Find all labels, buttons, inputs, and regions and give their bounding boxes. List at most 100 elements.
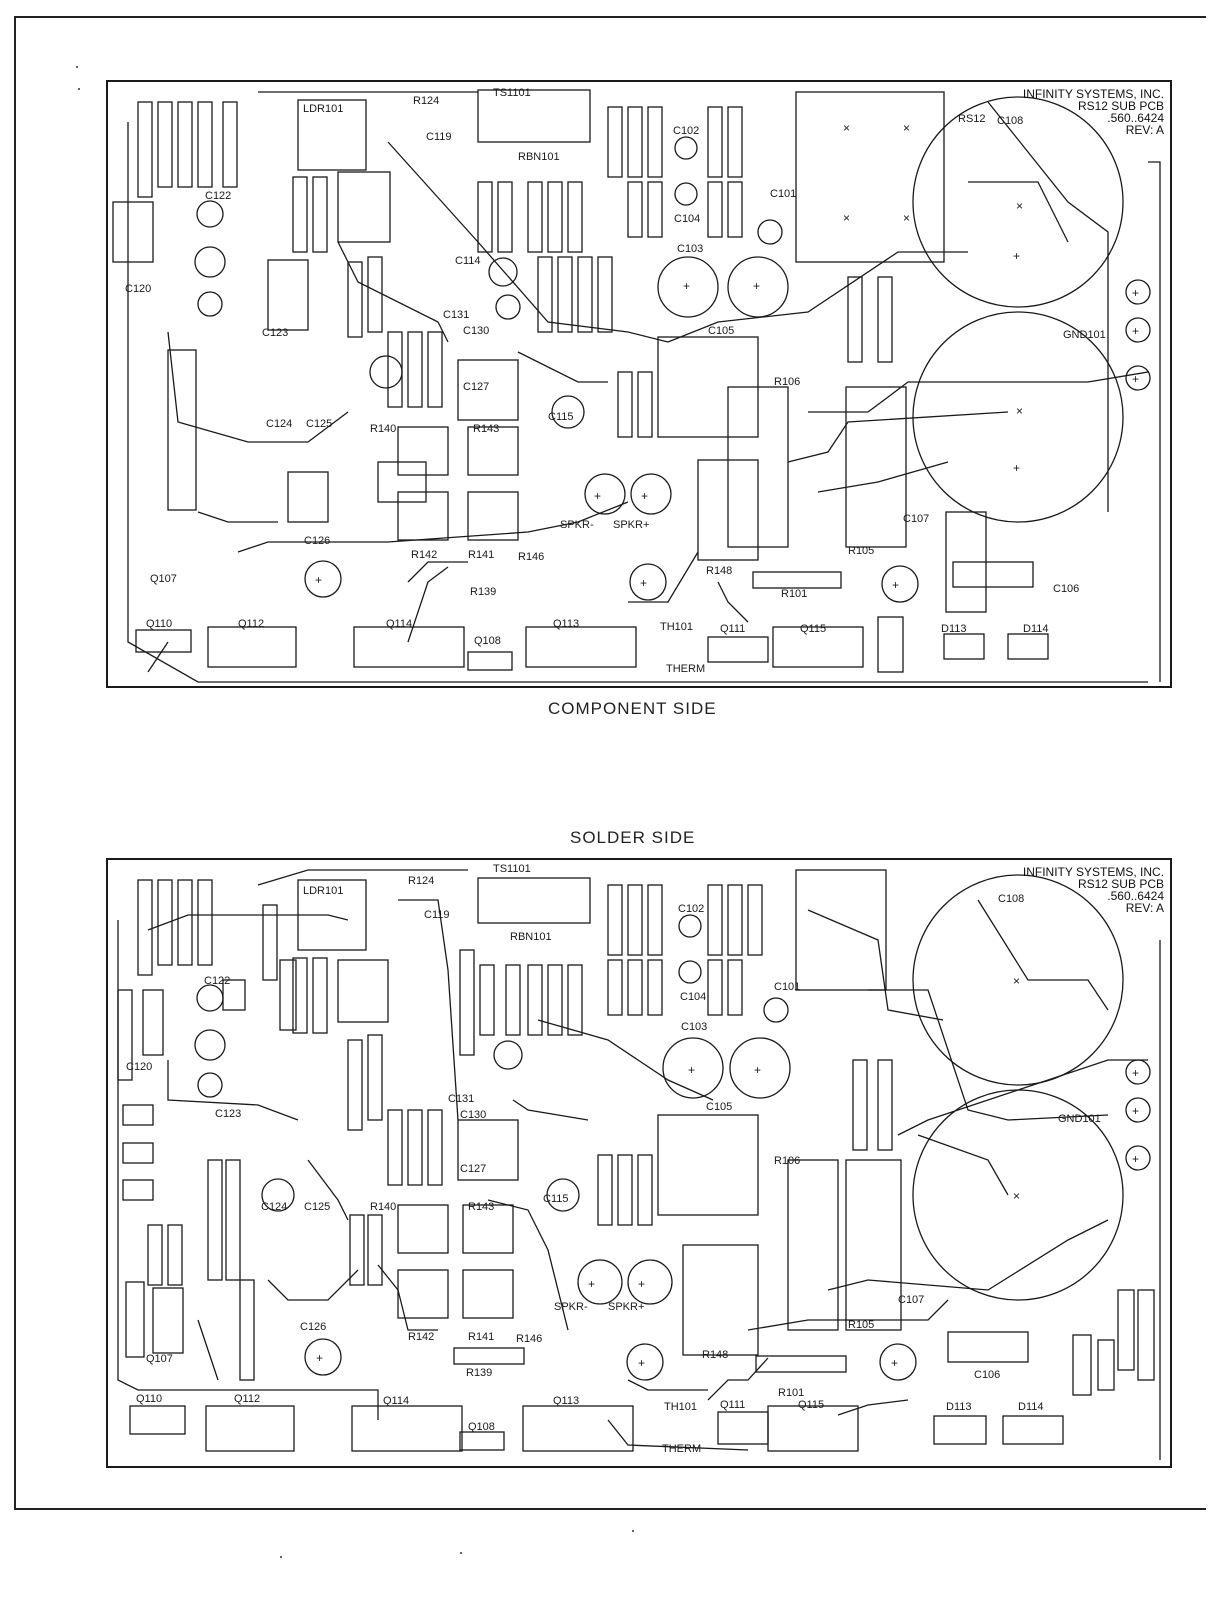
svg-text:×: × [1013,974,1020,988]
svg-text:Q115: Q115 [798,1399,824,1411]
svg-text:C114: C114 [455,255,480,267]
svg-text:+: + [641,489,648,503]
svg-text:SPKR-: SPKR- [554,1301,588,1313]
svg-text:THERM: THERM [666,663,705,675]
svg-text:Q108: Q108 [474,635,501,647]
svg-text:+: + [1132,372,1139,386]
svg-text:C103: C103 [681,1021,707,1033]
svg-text:R101: R101 [778,1387,804,1399]
svg-text:C124: C124 [266,418,292,430]
svg-text:Q110: Q110 [146,618,172,630]
company-name: INFINITY SYSTEMS, INC. [1022,865,1164,879]
svg-text:RBN101: RBN101 [510,931,552,943]
svg-text:+: + [638,1277,645,1291]
svg-text:LDR101: LDR101 [303,885,343,897]
svg-text:C131: C131 [448,1093,474,1105]
svg-text:RBN101: RBN101 [518,151,560,163]
component-side-label: COMPONENT SIDE [548,699,717,718]
capacitor-c107 [912,311,1124,523]
pcb-component-side-drawing: + + + + + + + + + + + + × × × × × × LDR1… [112,87,1161,683]
svg-text:Q108: Q108 [468,1421,495,1433]
svg-text:+: + [892,578,899,592]
svg-text:+: + [753,279,760,293]
svg-text:TH101: TH101 [664,1401,697,1413]
svg-text:C122: C122 [205,190,231,202]
capacitor-c108 [912,96,1124,308]
svg-text:C119: C119 [424,909,449,921]
svg-text:R124: R124 [408,875,434,887]
svg-text:D113: D113 [941,623,966,635]
svg-text:+: + [1013,249,1020,263]
terminal-spkr-minus [584,473,626,515]
svg-text:C104: C104 [680,991,706,1003]
svg-text:THERM: THERM [662,1443,701,1455]
svg-text:C107: C107 [898,1294,924,1306]
svg-text:R146: R146 [518,551,544,563]
title-block-solder: INFINITY SYSTEMS, INC. RS12 SUB PCB .560… [1023,866,1164,914]
svg-text:C127: C127 [460,1163,486,1175]
svg-text:C106: C106 [974,1369,1000,1381]
svg-text:C131: C131 [443,309,469,321]
svg-text:R143: R143 [468,1201,494,1213]
svg-text:GND101: GND101 [1058,1113,1101,1125]
scan-speck [76,66,78,68]
svg-text:C126: C126 [304,535,330,547]
svg-text:×: × [843,211,850,225]
pcb-component-side: + + + + + + + + + + + + × × × × × × LDR1… [106,80,1172,688]
scan-speck [632,1530,634,1532]
svg-text:C125: C125 [304,1201,330,1213]
svg-text:Q107: Q107 [146,1353,173,1365]
svg-text:C120: C120 [126,1061,152,1073]
svg-text:+: + [316,1351,323,1365]
svg-text:C108: C108 [997,115,1023,127]
svg-text:D113: D113 [946,1401,971,1413]
svg-text:×: × [1016,199,1023,213]
svg-text:D114: D114 [1018,1401,1043,1413]
svg-text:C125: C125 [306,418,332,430]
svg-text:R140: R140 [370,423,396,435]
svg-text:R139: R139 [466,1367,492,1379]
svg-text:D114: D114 [1023,623,1048,635]
svg-text:C126: C126 [300,1321,326,1333]
svg-text:C123: C123 [262,327,288,339]
svg-text:+: + [1013,461,1020,475]
svg-text:Q111: Q111 [720,1399,745,1411]
page-border [14,16,1206,1510]
svg-text:R143: R143 [473,423,499,435]
svg-text:+: + [315,573,322,587]
svg-text:R124: R124 [413,95,439,107]
svg-text:R106: R106 [774,376,800,388]
svg-text:C123: C123 [215,1108,241,1120]
svg-text:C119: C119 [426,131,451,143]
svg-text:×: × [1016,404,1023,418]
svg-text:R148: R148 [702,1349,728,1361]
svg-text:R105: R105 [848,1319,874,1331]
solder-side-label: SOLDER SIDE [570,828,696,847]
terminal-spkr-plus [630,473,672,515]
svg-text:Q110: Q110 [136,1393,162,1405]
svg-text:+: + [891,1356,898,1370]
board-name: RS12 SUB PCB [1077,877,1164,891]
svg-text:Q114: Q114 [383,1395,409,1407]
svg-text:C106: C106 [1053,583,1079,595]
svg-text:R139: R139 [470,586,496,598]
svg-text:C127: C127 [463,381,489,393]
svg-text:SPKR-: SPKR- [560,519,594,531]
pcb-solder-side-drawing: × × + + + + + + + + + + LDR101 R124 TS11… [117,863,1161,1460]
svg-text:R140: R140 [370,1201,396,1213]
svg-text:C130: C130 [463,325,489,337]
svg-text:R146: R146 [516,1333,542,1345]
svg-text:C102: C102 [673,125,699,137]
svg-text:R105: R105 [848,545,874,557]
svg-text:C101: C101 [770,188,796,200]
revision: REV: A [1125,901,1164,915]
svg-text:+: + [754,1063,761,1077]
svg-text:C102: C102 [678,903,704,915]
svg-text:Q111: Q111 [720,623,745,635]
svg-text:+: + [640,576,647,590]
svg-text:GND101: GND101 [1063,329,1106,341]
svg-text:×: × [843,121,850,135]
company-name: INFINITY SYSTEMS, INC. [1022,87,1164,101]
svg-text:Q112: Q112 [238,618,264,630]
svg-text:+: + [638,1356,645,1370]
